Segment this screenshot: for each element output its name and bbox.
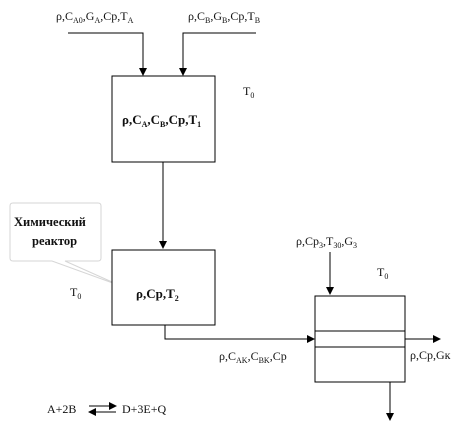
exchanger-output-left-label: ρ,CAK,CBK,Cp [219, 349, 287, 365]
callout-line-2: реактор [32, 234, 77, 248]
exchanger-output-right-label: ρ,Cp,Gк [410, 348, 451, 362]
reactor-to-exchanger-line [164, 325, 315, 343]
mixer-box [111, 75, 216, 163]
input-b-line [179, 32, 256, 76]
callout-line-1: Химический [14, 215, 86, 229]
exchanger-input-label: ρ,Cp3,T30,G3 [296, 234, 357, 250]
t0-top-label: T0 [243, 84, 254, 100]
reactor-callout [9, 202, 122, 287]
input-a-line [68, 32, 147, 76]
input-b-label: ρ,CB,GB,Cp,TB [188, 9, 260, 25]
mixer-label: ρ,CA,CB,Cp,T1 [122, 112, 201, 129]
input-a-label: ρ,CA0,GA,Cp,TA [56, 9, 134, 25]
reaction-left: A+2B [47, 402, 76, 416]
reactor-box [111, 249, 216, 326]
reaction-right: D+3E+Q [122, 402, 167, 416]
reactor-label: ρ,Cp,T2 [136, 286, 179, 303]
heat-exchanger-tube [314, 330, 406, 348]
t0-exchanger-label: T0 [377, 265, 388, 281]
t0-left-label: T0 [70, 285, 81, 301]
